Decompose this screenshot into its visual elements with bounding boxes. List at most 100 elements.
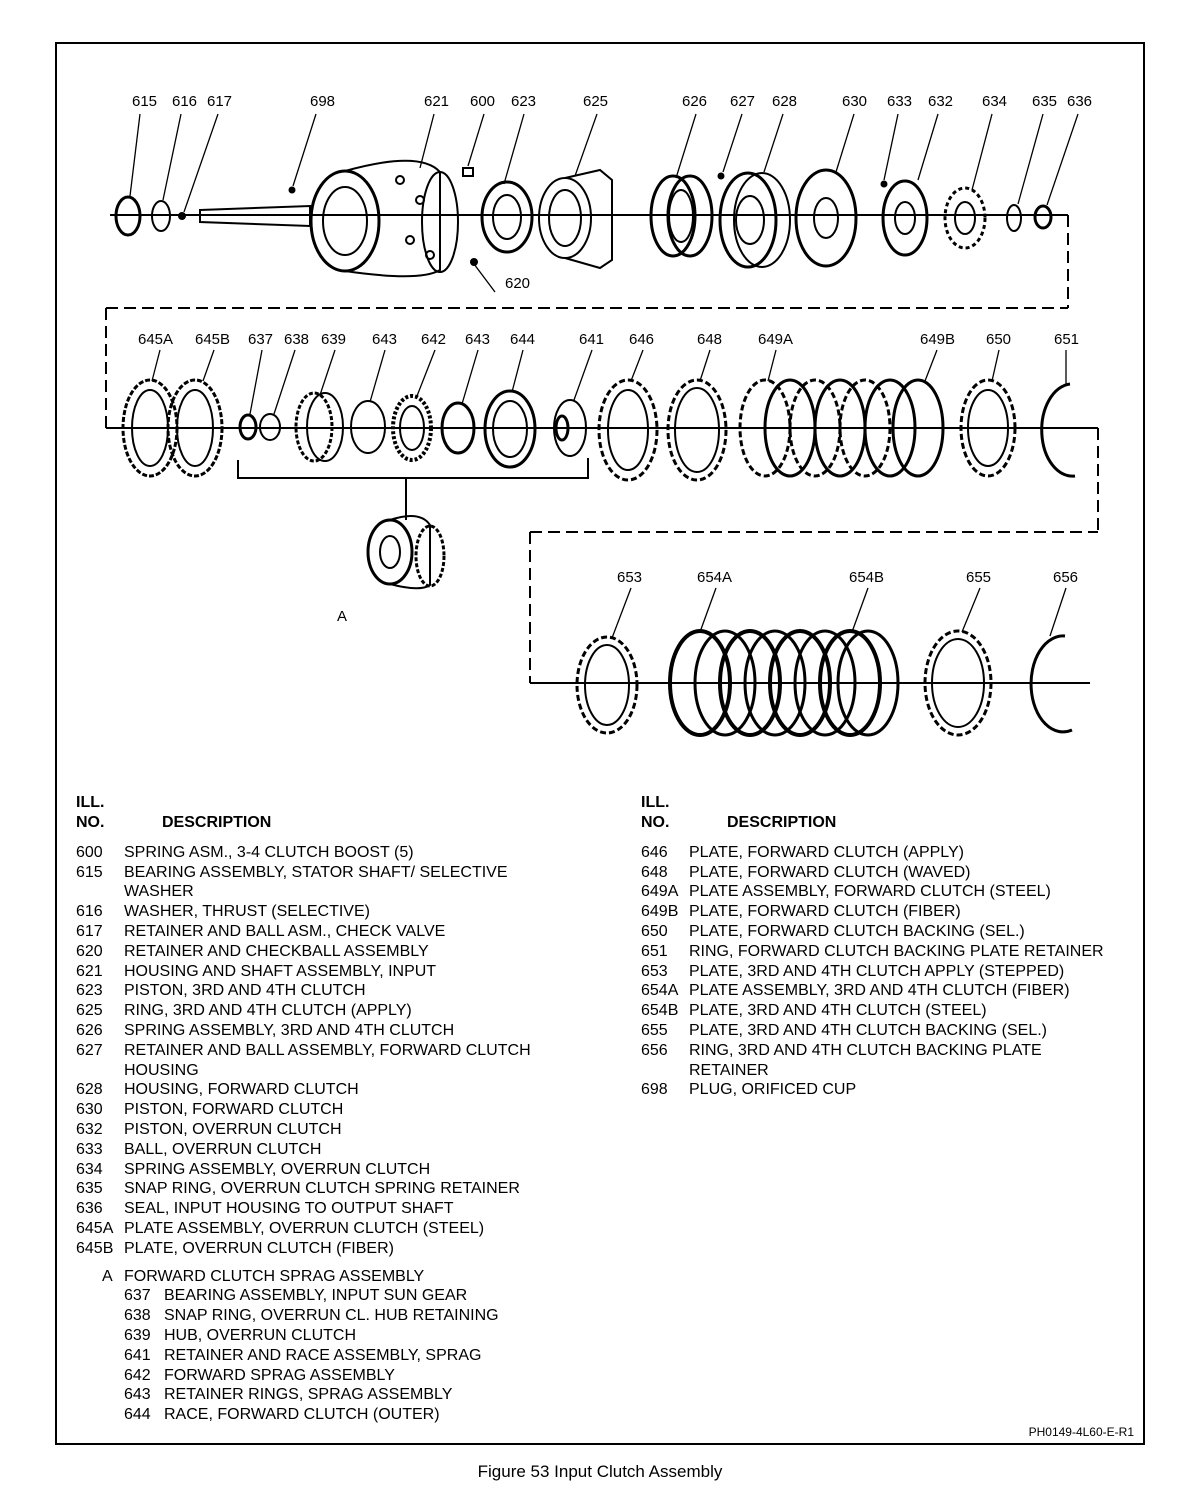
part-description-line: RING, 3RD AND 4TH CLUTCH BACKING PLATE [689,1041,1042,1059]
callout: 653 [617,569,642,586]
ill-number: 600 [76,843,103,861]
part-653-apply-plate [575,635,639,735]
part-description-line: PLUG, ORIFICED CUP [689,1081,857,1099]
part-description: PLATE ASSEMBLY, FORWARD CLUTCH (STEEL) [689,882,1051,902]
ill-number: 615 [76,863,103,881]
part-description-line: PLATE, OVERRUN CLUTCH (FIBER) [124,1239,394,1257]
exploded-view-diagram: 615 616 617 698 621 600 623 625 626 627 … [105,93,1099,737]
part-description-line: SNAP RING, OVERRUN CL. HUB RETAINING [164,1307,499,1325]
header-description: DESCRIPTION [162,813,272,831]
part-description-line: PLATE, FORWARD CLUTCH (WAVED) [689,863,971,881]
callout: 649A [758,331,793,348]
part-description-line: PLATE, FORWARD CLUTCH BACKING (SEL.) [689,922,1025,940]
part-627-retainer [717,172,725,180]
figure-code: PH0149-4L60-E-R1 [1028,1425,1134,1439]
part-616-washer [151,200,171,232]
callout: 646 [629,331,654,348]
ill-number: 637 [124,1287,151,1305]
table-row: 635 SNAP RING, OVERRUN CLUTCH SPRING RETA… [76,1179,596,1199]
part-630-forward-piston [794,168,858,268]
callout: 637 [248,331,273,348]
part-description-line: RETAINER AND CHECKBALL ASSEMBLY [124,942,429,960]
callout: 625 [583,93,608,110]
part-description-line: SPRING ASSEMBLY, 3RD AND 4TH CLUTCH [124,1021,455,1039]
callout: 651 [1054,331,1079,348]
part-description: PLATE, 3RD AND 4TH CLUTCH BACKING (SEL.) [689,1021,1047,1041]
part-description: SNAP RING, OVERRUN CL. HUB RETAINING [164,1306,499,1326]
callout-labels: 615 616 617 698 621 600 623 625 626 627 … [132,93,1092,625]
part-description: PLATE, FORWARD CLUTCH (WAVED) [689,863,971,883]
ill-number: 636 [76,1200,103,1218]
part-description: HUB, OVERRUN CLUTCH [164,1326,356,1346]
ill-number: 621 [76,962,103,980]
part-description: SPRING ASSEMBLY, 3RD AND 4TH CLUTCH [124,1021,454,1041]
part-description: PLATE, OVERRUN CLUTCH (FIBER) [124,1239,394,1259]
header-ill: ILL. [641,794,670,811]
ill-number: 641 [124,1346,151,1364]
part-description-line: RETAINER AND BALL ASSEMBLY, FORWARD CLUT… [124,1041,531,1059]
part-628-forward-housing [718,171,791,269]
part-description-line: SEAL, INPUT HOUSING TO OUTPUT SHAFT [124,1200,454,1218]
callout: 633 [887,93,912,110]
part-617-retainer [178,212,186,220]
part-634-spring-assembly [943,186,987,250]
part-641-retainer-race [553,399,587,457]
callout: 627 [730,93,755,110]
part-description-line: RETAINER [689,1061,769,1079]
callout: 600 [470,93,495,110]
callout: 632 [928,93,953,110]
ill-number: 635 [76,1180,103,1198]
header-ill: ILL. [76,794,105,811]
part-description-line: SNAP RING, OVERRUN CLUTCH SPRING RETAINE… [124,1180,520,1198]
callout: 615 [132,93,157,110]
callout: 635 [1032,93,1057,110]
part-description: RING, FORWARD CLUTCH BACKING PLATE RETAI… [689,942,1104,962]
part-description-line: HUB, OVERRUN CLUTCH [164,1326,357,1344]
part-description: RETAINER AND BALL ASSEMBLY, FORWARD CLUT… [124,1041,531,1081]
callout: 641 [579,331,604,348]
callout: 656 [1053,569,1078,586]
table-header: ILL. [76,793,596,813]
part-description-line: HOUSING [124,1061,199,1079]
header-no: NO. [76,813,105,831]
table-row: 636 SEAL, INPUT HOUSING TO OUTPUT SHAFT [76,1199,596,1219]
part-a-sprag-assembly [366,515,446,590]
part-description: RING, 3RD AND 4TH CLUTCH (APPLY) [124,1001,412,1021]
part-description-line: PLATE, 3RD AND 4TH CLUTCH APPLY (STEPPED… [689,962,1065,980]
part-description-line: RETAINER AND RACE ASSEMBLY, SPRAG [164,1346,482,1364]
callout: 645A [138,331,173,348]
ill-number: 634 [76,1160,103,1178]
ill-number: 645A [76,1219,114,1237]
part-description: RETAINER AND BALL ASM., CHECK VALVE [124,922,445,942]
part-600-spring [462,167,474,177]
part-description-line: RETAINER AND BALL ASM., CHECK VALVE [124,922,446,940]
callout: 644 [510,331,535,348]
part-645b-plates [166,378,224,478]
part-description: BALL, OVERRUN CLUTCH [124,1140,321,1160]
part-description: BEARING ASSEMBLY, INPUT SUN GEAR [164,1286,467,1306]
callout: 620 [505,275,530,292]
part-621-input-housing [199,159,459,278]
callout: 630 [842,93,867,110]
part-description: PLATE, FORWARD CLUTCH (APPLY) [689,843,964,863]
part-description-line: PLATE, 3RD AND 4TH CLUTCH (STEEL) [689,1002,987,1020]
